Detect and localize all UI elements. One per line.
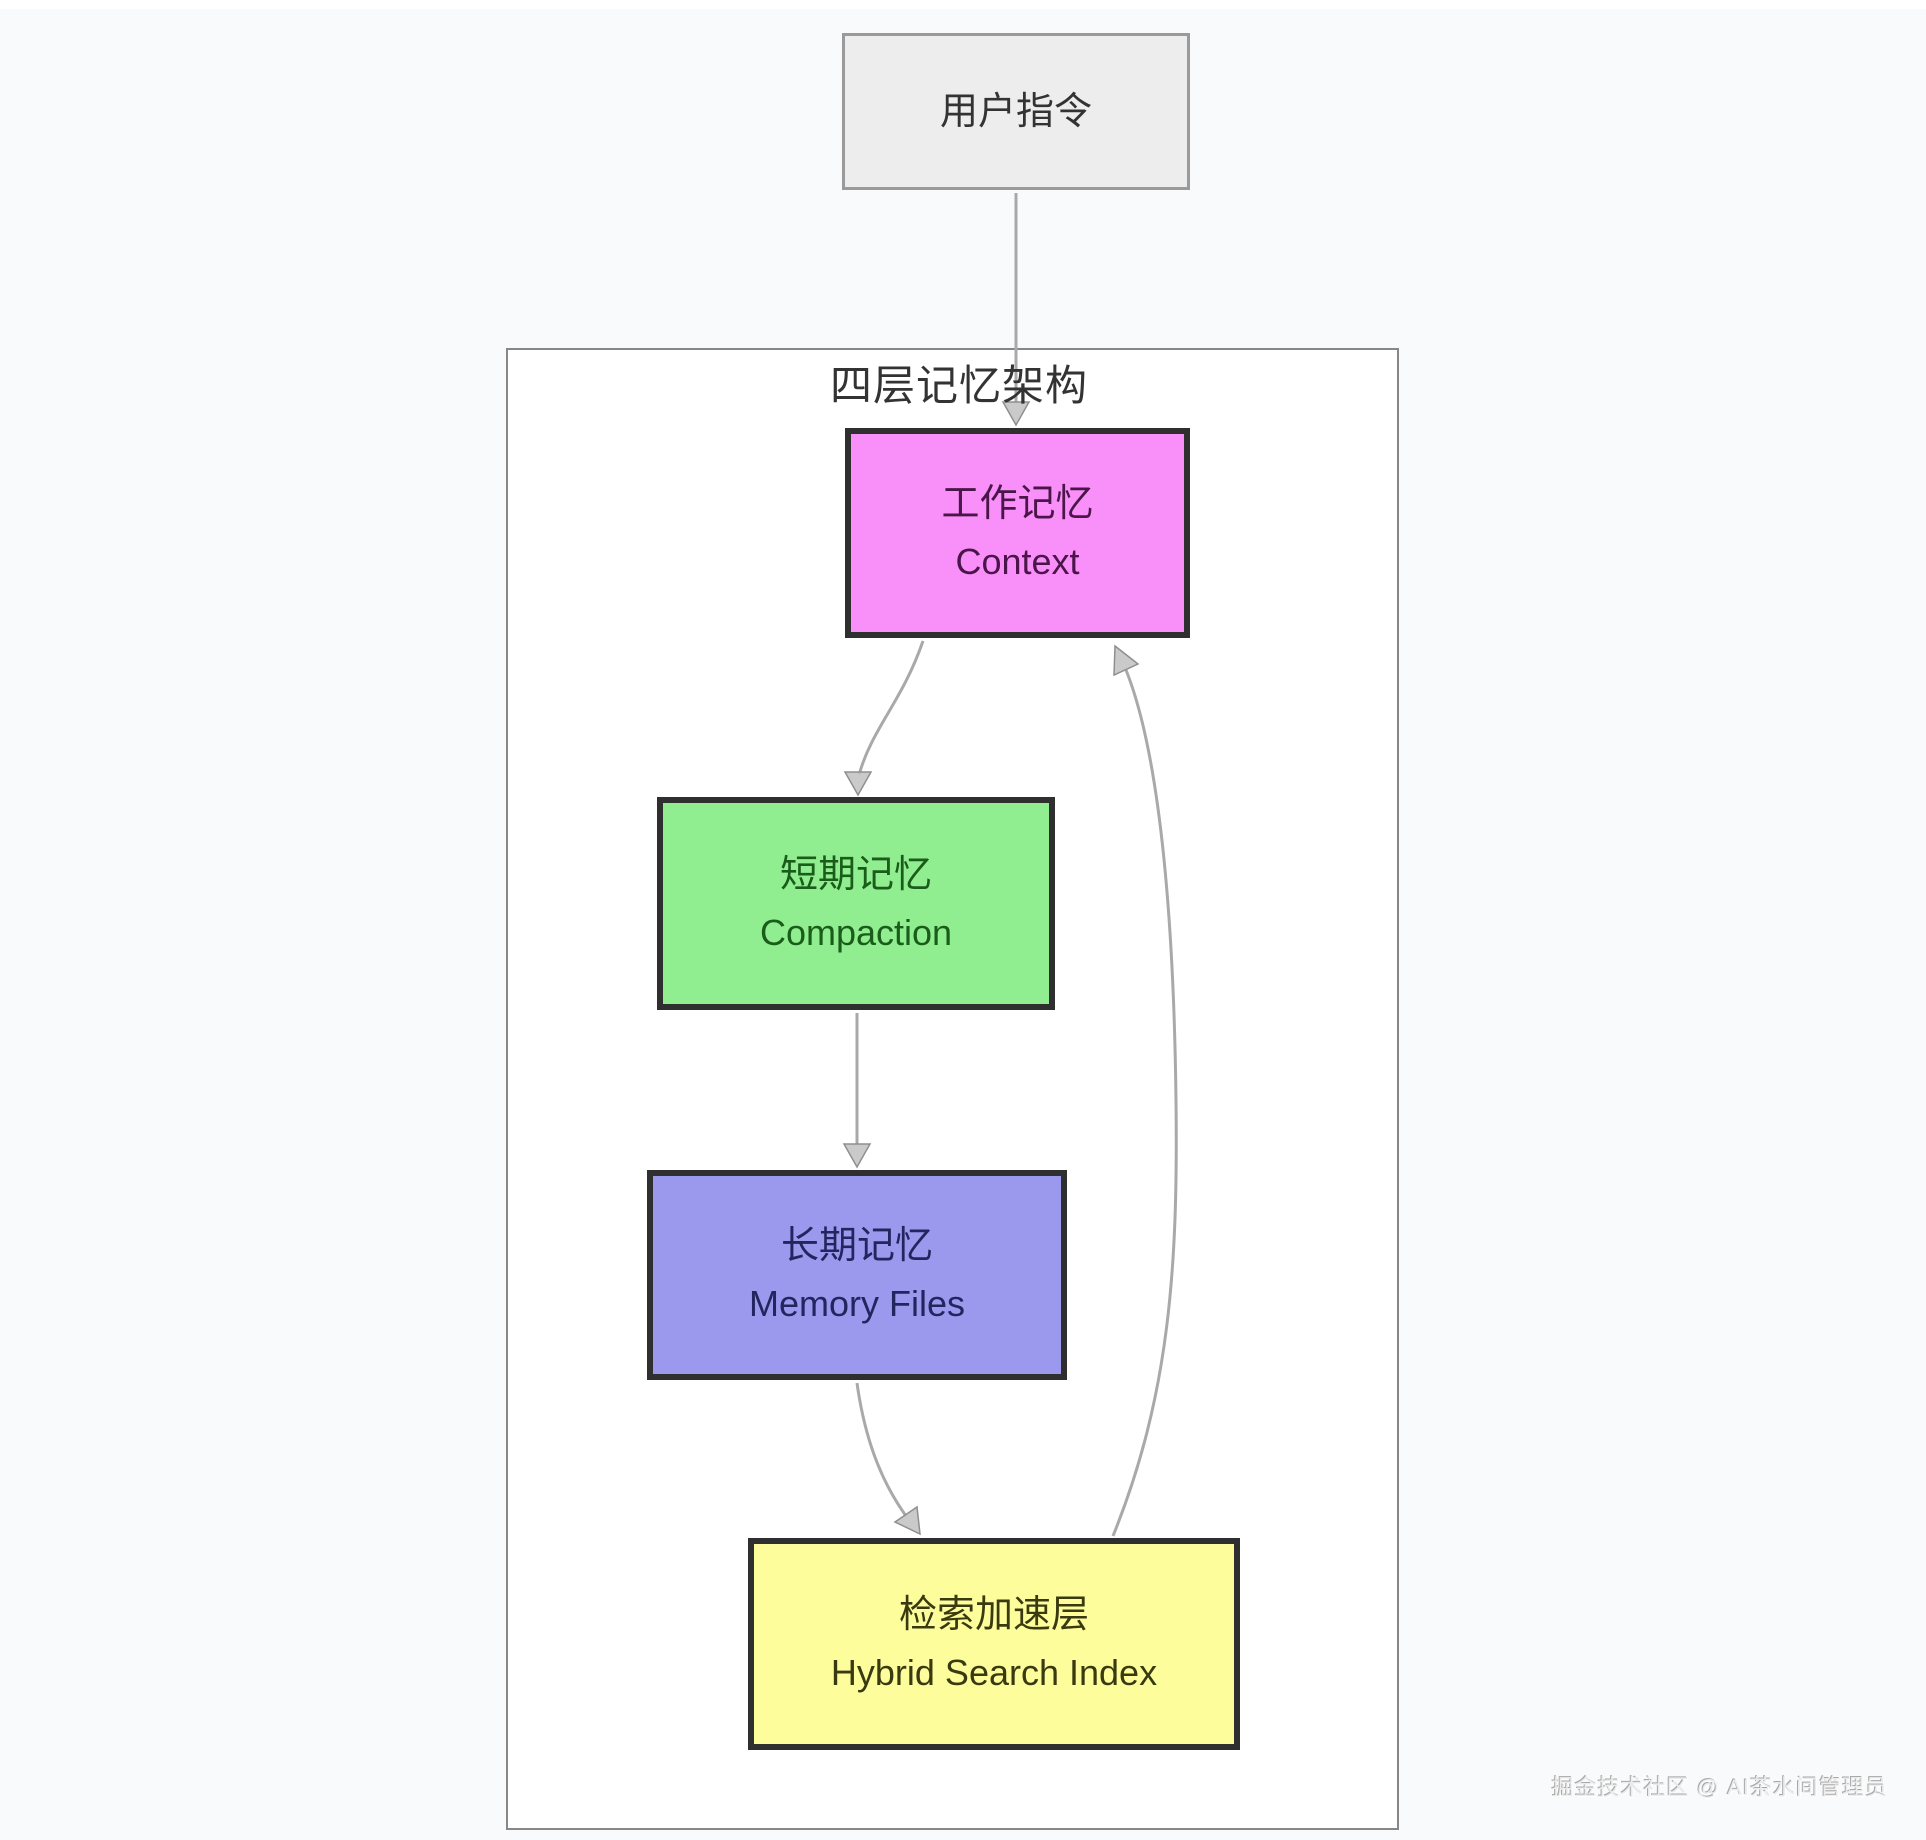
node-long-term-memory: 长期记忆 Memory Files — [647, 1170, 1067, 1380]
node-title: 工作记忆 — [941, 483, 1094, 525]
node-subtitle: Memory Files — [748, 1283, 966, 1324]
container-title: 四层记忆架构 — [830, 362, 1089, 409]
node-subtitle: Hybrid Search Index — [830, 1652, 1158, 1693]
node-subtitle: Context — [955, 541, 1080, 582]
node-subtitle: Compaction — [759, 911, 953, 953]
node-title: 用户指令 — [939, 90, 1092, 133]
node-user-command: 用户指令 — [842, 33, 1190, 190]
node-short-term-memory: 短期记忆 Compaction — [657, 797, 1055, 1010]
node-title: 检索加速层 — [898, 1594, 1089, 1636]
top-strip — [0, 0, 1926, 9]
node-title: 长期记忆 — [780, 1225, 933, 1267]
watermark: 掘金技术社区 @ AI茶水间管理员 — [1551, 1775, 1888, 1800]
node-title: 短期记忆 — [779, 853, 932, 896]
node-retrieval-layer: 检索加速层 Hybrid Search Index — [748, 1538, 1240, 1750]
node-working-memory: 工作记忆 Context — [845, 428, 1190, 638]
